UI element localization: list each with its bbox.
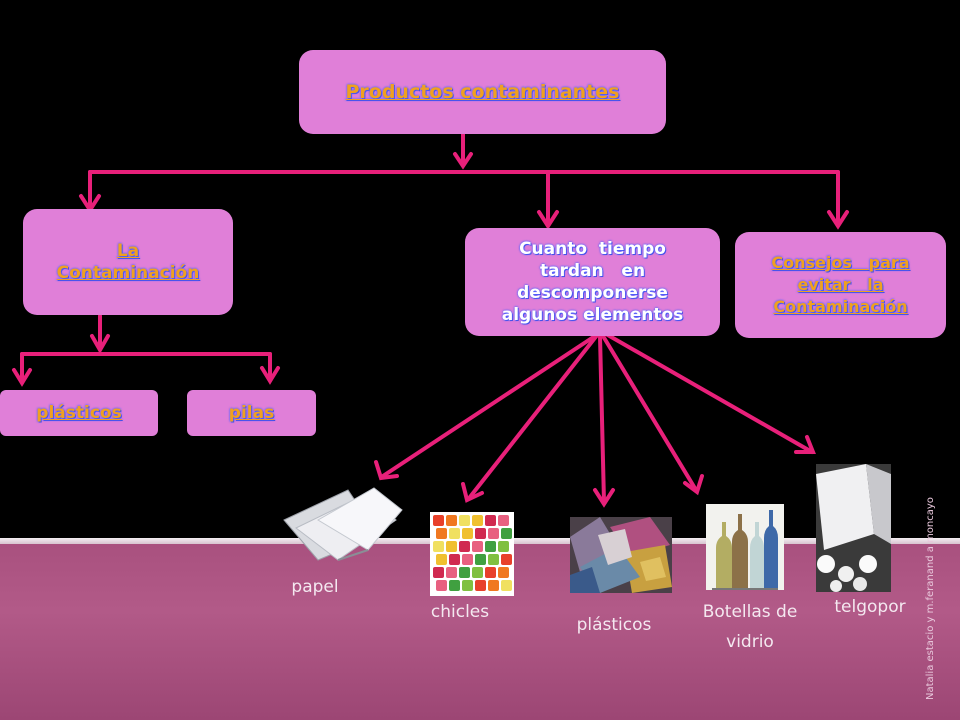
plasticos-box: plásticos [0, 390, 158, 436]
arrowhead-contam-down [90, 334, 110, 355]
author-credit: Natalia estacio y m.feranand a moncayo [925, 497, 936, 700]
caption-botellas-line1: Botellas de [702, 602, 798, 622]
tiempo-label-1: Cuanto tiempo [519, 239, 666, 259]
arrowhead-plasticos2 [593, 488, 615, 508]
tiempo-label-2: tardan en [539, 261, 646, 281]
arrowhead-chicles [461, 482, 484, 503]
arrowhead-root [453, 152, 473, 170]
root-box: Productos contaminantes [299, 50, 666, 134]
connector-telgopor [604, 332, 814, 454]
glass-bottles-image [706, 504, 784, 590]
arrowhead-pilas [260, 366, 280, 385]
chewing-gum-image [430, 512, 514, 596]
caption-botellas-line2: vidrio [726, 632, 774, 652]
caption-papel: papel [291, 577, 339, 597]
root-title: Productos contaminantes [345, 81, 620, 103]
caption-plasticos: plásticos [576, 615, 652, 635]
contaminacion-box: La Contaminación [23, 209, 233, 315]
consejos-label-2: evitar la [797, 275, 884, 294]
caption-telgopor: telgopor [834, 597, 906, 617]
caption-chicles: chicles [430, 602, 490, 622]
paper-sheets-image [278, 480, 404, 565]
consejos-label-1: Consejos para [771, 253, 910, 272]
pilas-label: pilas [228, 403, 275, 423]
plasticos-label: plásticos [36, 403, 122, 423]
contaminacion-label-2: Contaminación [56, 263, 200, 283]
connector-papel [381, 332, 600, 478]
arrowhead-papel [374, 460, 399, 481]
arrowhead-consejos [827, 210, 849, 230]
arrowhead-telgopor [794, 435, 816, 454]
contaminacion-label-1: La [116, 241, 140, 261]
consejos-label-3: Contaminación [773, 297, 908, 316]
styrofoam-image [816, 464, 891, 592]
consejos-box: Consejos para evitar la Contaminación [735, 232, 946, 338]
caption-botellas: Botellas de vidrio [690, 597, 810, 657]
tiempo-label-4: algunos elementos [501, 305, 684, 325]
arrowhead-botellas [683, 474, 704, 496]
connector-chicles [468, 332, 600, 499]
connector-botellas [601, 334, 698, 492]
tiempo-label-3: descomponerse [517, 283, 668, 303]
tiempo-box: Cuanto tiempo tardan en descomponerse al… [465, 228, 720, 336]
arrowhead-plasticos [12, 368, 32, 387]
pilas-box: pilas [187, 390, 316, 436]
plastic-bags-image [570, 517, 672, 593]
connector-plasticos2 [598, 334, 606, 504]
arrowhead-tiempo [537, 210, 559, 230]
